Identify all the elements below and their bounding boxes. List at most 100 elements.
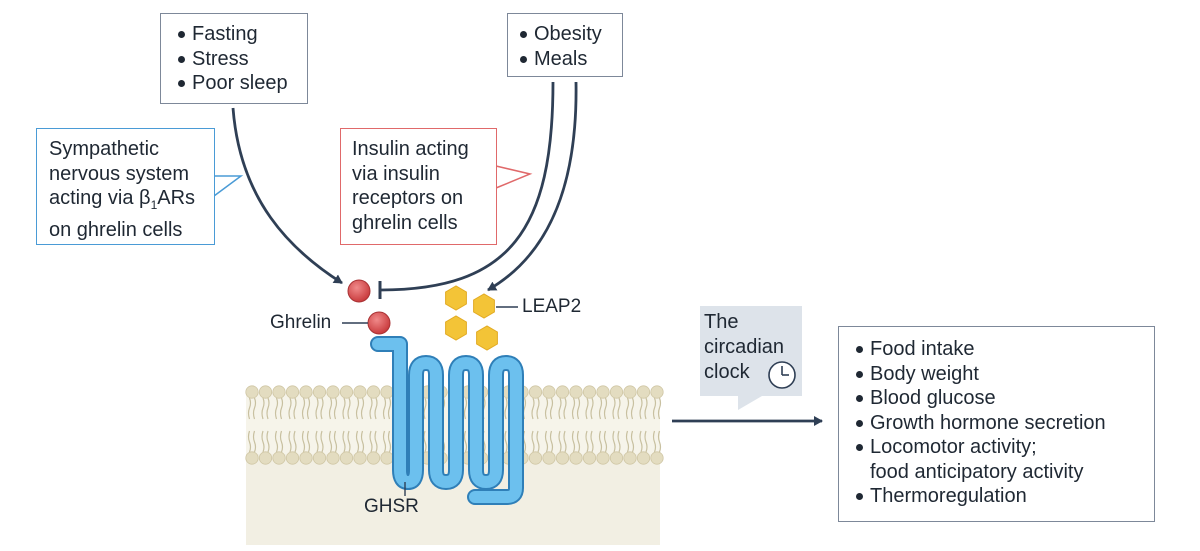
lipid-tail: [544, 397, 549, 420]
lipid-tail: [347, 430, 351, 453]
lipid-head: [326, 451, 340, 465]
lipid-tail: [630, 430, 635, 453]
lipid-tail: [585, 430, 589, 453]
list-item: Fasting: [176, 22, 307, 47]
callout-line: via insulin: [352, 162, 440, 185]
lipid-tail: [549, 397, 554, 420]
list-item: Growth hormone secretion: [854, 411, 1154, 436]
lipid-tail: [423, 397, 427, 420]
lipid-head: [272, 451, 286, 465]
list-item: Stress: [176, 47, 307, 72]
lipid-head: [299, 451, 313, 465]
ghrelin-label: Ghrelin: [270, 312, 332, 333]
callout-text: acting via β: [49, 187, 151, 209]
lipid-tail: [374, 397, 378, 420]
callout-text: ARs: [157, 187, 196, 209]
lipid-tail: [360, 397, 365, 420]
lipid-head: [569, 451, 583, 465]
sympathetic-callout-tail-outline: [213, 175, 244, 197]
stressors-list: Fasting Stress Poor sleep: [176, 22, 307, 96]
lipid-head: [258, 451, 273, 465]
lipid-tail: [288, 397, 292, 420]
lipid-tail: [463, 430, 468, 453]
ghrelin-molecule: [367, 311, 391, 335]
lipid-tail: [382, 397, 387, 420]
lipid-tail: [306, 397, 311, 420]
lipid-tail: [266, 397, 270, 420]
list-item: Meals: [518, 47, 622, 72]
subscript: 1: [150, 198, 158, 212]
sympathetic-callout: Sympathetic nervous system acting via β1…: [36, 128, 215, 245]
ghsr-receptor: [370, 336, 524, 505]
insulin-callout-tail: [496, 166, 530, 188]
callout-line: on ghrelin cells: [49, 218, 183, 241]
lipid-tail: [571, 397, 576, 420]
lipid-head: [582, 385, 597, 399]
circadian-clock-text: The circadian clock: [704, 310, 784, 385]
lipid-tail: [315, 430, 319, 453]
leap2-label: LEAP2: [522, 296, 582, 317]
lipid-head: [609, 385, 624, 399]
lipid-tail: [576, 430, 581, 453]
lipid-tail: [603, 430, 608, 453]
lipid-tail: [288, 430, 292, 453]
list-item: Blood glucose: [854, 386, 1154, 411]
callout-line: ghrelin cells: [352, 211, 458, 234]
lipid-head: [326, 385, 340, 399]
lipid-tail: [247, 397, 252, 420]
lipid-tail: [563, 397, 567, 420]
lipid-tail: [504, 397, 508, 420]
lipid-tail: [598, 430, 603, 453]
clock-icon: [768, 361, 796, 389]
lipid-tail: [590, 397, 594, 420]
ghsr-label: GHSR: [364, 496, 419, 517]
lipid-head: [650, 385, 664, 399]
arrow-obesity-to-leap2: [487, 81, 578, 292]
lipid-tail: [612, 430, 616, 453]
lipid-tail: [360, 430, 365, 453]
lipid-tail: [644, 430, 648, 453]
lipid-head: [312, 385, 327, 399]
list-item: Food intake: [854, 337, 1154, 362]
lipid-tail: [387, 430, 392, 453]
lipid-tail: [320, 430, 324, 453]
lipid-tail: [536, 430, 540, 453]
callout-line: circadian: [704, 336, 785, 358]
lipid-tail: [558, 430, 562, 453]
obesity-meals-list: Obesity Meals: [518, 22, 622, 71]
lipid-tail: [374, 430, 378, 453]
lipid-tail: [342, 430, 346, 453]
lipid-tail: [369, 397, 373, 420]
outcomes-box: Food intake Body weight Blood glucose Gr…: [838, 326, 1155, 522]
lipid-head: [555, 385, 570, 399]
arrow-stressors-to-ghrelin: [231, 107, 343, 285]
lipid-tail: [558, 397, 562, 420]
lipid-tail: [617, 430, 621, 453]
callout-line: receptors on: [352, 187, 464, 209]
lipid-tail: [279, 430, 284, 453]
lipid-head: [353, 385, 367, 399]
lipid-tail: [639, 430, 643, 453]
lipid-head: [380, 451, 394, 465]
lipid-tail: [549, 430, 554, 453]
lipid-head: [623, 385, 637, 399]
lipid-tail: [387, 397, 392, 420]
lipid-tail: [333, 397, 338, 420]
lipid-tail: [657, 430, 662, 453]
ghrelin-molecule: [347, 279, 371, 303]
lipid-tail: [293, 397, 297, 420]
lipid-head: [582, 451, 597, 465]
lipid-tail: [571, 430, 576, 453]
lipid-head: [650, 451, 664, 465]
lipid-tail: [576, 397, 581, 420]
lipid-tail: [342, 397, 346, 420]
lipid-tail: [301, 430, 306, 453]
outcomes-list: Food intake Body weight Blood glucose Gr…: [854, 337, 1154, 509]
lipid-tail: [625, 397, 630, 420]
leap2-molecule: [445, 315, 467, 341]
lipid-head: [285, 385, 300, 399]
lipid-tail: [347, 397, 351, 420]
lipid-head: [353, 451, 367, 465]
lipid-tail: [306, 430, 311, 453]
